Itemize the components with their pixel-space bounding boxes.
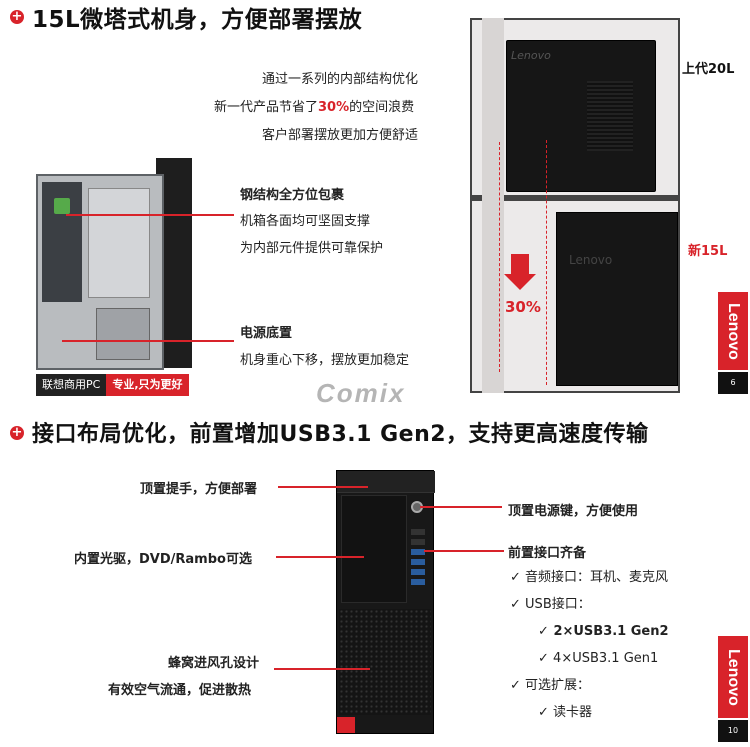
- steel-line-1: 机箱各面均可坚固支撑: [240, 214, 371, 229]
- old-tower-vent: [587, 81, 633, 151]
- label-power-key: 顶置电源键，方便使用: [508, 504, 639, 519]
- new-tower: Lenovo: [556, 212, 678, 386]
- check-icon: ✓: [538, 624, 549, 639]
- section2-title: 接口布局优化，前置增加USB3.1 Gen2，支持更高速度传输: [32, 422, 649, 447]
- port-item-text: 读卡器: [553, 705, 593, 720]
- intro-line-2-suffix: 的空间浪费: [349, 100, 415, 115]
- ports-pointer: [424, 550, 504, 552]
- lenovo-tab-2: Lenovo: [718, 636, 748, 718]
- port-item-text: 音频接口：耳机、麦克风: [525, 570, 669, 585]
- intro-line-1: 通过一系列的内部结构优化: [262, 72, 419, 87]
- audio-port[interactable]: [411, 539, 425, 545]
- intro-line-2: 新一代产品节省了30%的空间浪费: [214, 96, 414, 115]
- usb-port[interactable]: [411, 559, 425, 565]
- port-item-text: 2×USB3.1 Gen2: [553, 624, 669, 639]
- front-tower: [336, 470, 435, 734]
- height-guide-right: [546, 140, 547, 385]
- label-vent-line: 有效空气流通，促进散热: [108, 683, 252, 698]
- old-tower: Lenovo: [506, 40, 656, 192]
- section1-bullet-icon: +: [10, 9, 24, 24]
- audio-port[interactable]: [411, 529, 425, 535]
- page-number-2: 10: [718, 720, 748, 742]
- check-icon: ✓: [510, 570, 521, 585]
- banner-left: 联想商用PC: [36, 374, 107, 396]
- section1-title: 15L微塔式机身，方便部署摆放: [32, 7, 363, 33]
- optical-pointer: [276, 556, 364, 558]
- check-icon: ✓: [510, 678, 521, 693]
- height-guide-left: [499, 142, 500, 372]
- psu-bay: [96, 308, 150, 360]
- lenovo-tab-1: Lenovo: [718, 292, 748, 370]
- port-item-text: USB接口：: [525, 597, 591, 612]
- vent-pointer: [274, 668, 370, 670]
- power-line-1: 机身重心下移，摆放更加稳定: [240, 353, 410, 368]
- port-list-item: ✓ 4×USB3.1 Gen1: [510, 649, 720, 676]
- usb-port[interactable]: [411, 569, 425, 575]
- handle-pointer: [278, 486, 368, 488]
- usb-port[interactable]: [411, 579, 425, 585]
- label-handle: 顶置提手，方便部署: [140, 482, 258, 497]
- open-case-image: [36, 158, 192, 370]
- label-optical: 内置光驱，DVD/Rambo可选: [74, 552, 252, 567]
- case-panel: [88, 188, 150, 298]
- port-list-item: ✓ 可选扩展：: [510, 676, 720, 703]
- label-old: 上代20L: [682, 62, 735, 77]
- intro-line-3: 客户部署摆放更加方便舒适: [262, 128, 419, 143]
- port-item-text: 4×USB3.1 Gen1: [553, 651, 659, 666]
- steel-pointer: [66, 214, 234, 216]
- check-icon: ✓: [538, 705, 549, 720]
- port-list-item: ✓ USB接口：: [510, 595, 720, 622]
- top-handle: [337, 471, 435, 493]
- label-ports-title: 前置接口齐备: [508, 546, 587, 561]
- brand-banner: 联想商用PC 专业,只为更好: [36, 374, 189, 396]
- steel-line-2: 为内部元件提供可靠保护: [240, 241, 384, 256]
- section2-bullet-icon: +: [10, 425, 24, 440]
- port-list: ✓ 音频接口：耳机、麦克风 ✓ USB接口： ✓ 2×USB3.1 Gen2 ✓…: [510, 568, 720, 730]
- intro-line-2-prefix: 新一代产品节省了: [214, 100, 319, 115]
- port-list-item-highlight: ✓ 2×USB3.1 Gen2: [510, 622, 720, 649]
- port-column: [411, 529, 425, 599]
- port-list-item: ✓ 读卡器: [510, 703, 720, 730]
- saving-percent: 30%: [505, 298, 541, 316]
- honeycomb-vent: [339, 609, 431, 715]
- shelf-divider: [470, 195, 680, 201]
- page-number-1: 6: [718, 372, 748, 394]
- shelf-shadow: [482, 18, 504, 393]
- heatsink: [54, 198, 70, 214]
- power-key-pointer: [420, 506, 502, 508]
- watermark-logo: Comix: [316, 378, 406, 408]
- steel-title: 钢结构全方位包裹: [240, 188, 345, 203]
- check-icon: ✓: [538, 651, 549, 666]
- down-arrow-icon: [504, 274, 536, 290]
- check-icon: ✓: [510, 597, 521, 612]
- label-new: 新15L: [688, 244, 728, 259]
- front-lenovo-badge: [337, 717, 355, 733]
- port-list-item: ✓ 音频接口：耳机、麦克风: [510, 568, 720, 595]
- intro-highlight: 30%: [318, 100, 350, 115]
- old-tower-brand: Lenovo: [511, 49, 551, 62]
- usb-port[interactable]: [411, 549, 425, 555]
- power-title: 电源底置: [240, 326, 293, 341]
- port-item-text: 可选扩展：: [525, 678, 591, 693]
- power-pointer: [62, 340, 234, 342]
- label-vent-title: 蜂窝进风孔设计: [168, 656, 260, 671]
- down-arrow-shaft: [511, 254, 529, 274]
- optical-bay: [341, 495, 407, 603]
- new-tower-brand: Lenovo: [569, 253, 613, 267]
- banner-right: 专业,只为更好: [106, 374, 189, 396]
